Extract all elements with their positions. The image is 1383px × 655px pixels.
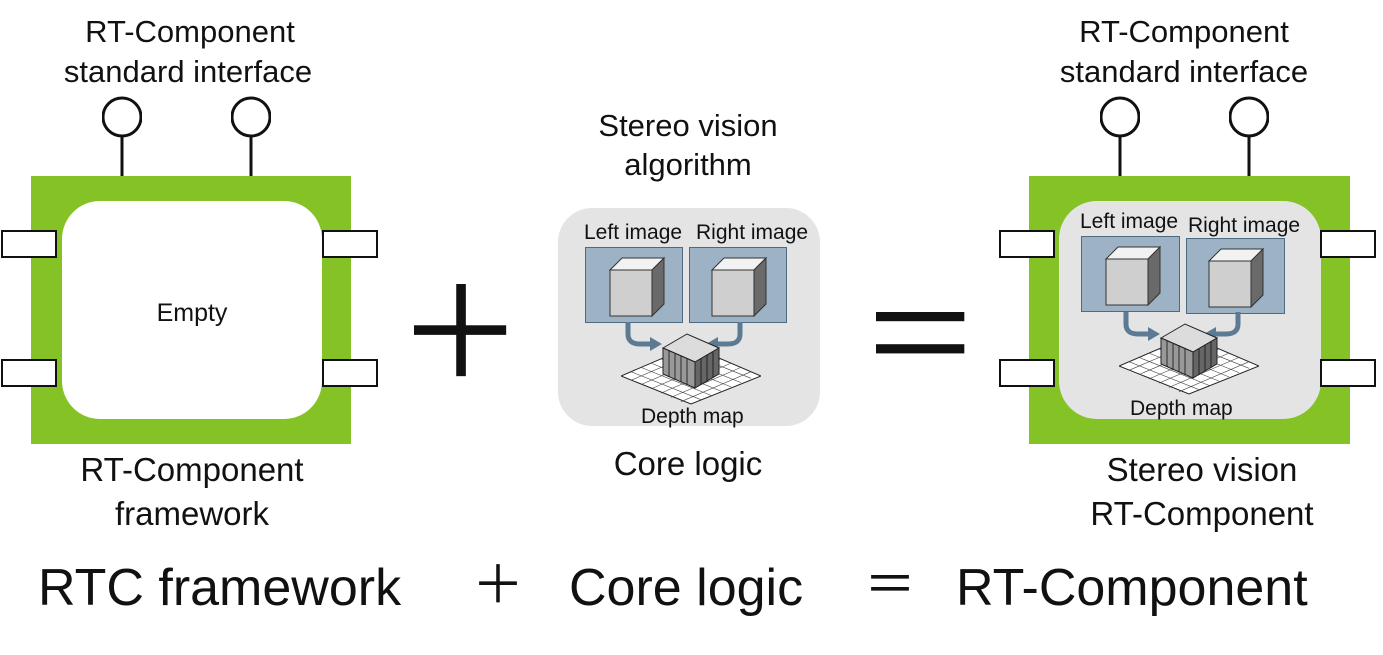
right-right-image-label: Right image [1188, 214, 1301, 237]
middle-title-line2: algorithm [624, 147, 752, 182]
right-merge-arrows-icon [1123, 312, 1241, 341]
right-interface-lollipop-2 [1229, 96, 1269, 176]
left-caption-line2: framework [114, 495, 270, 532]
right-depth-map-icon [1119, 323, 1259, 395]
right-interface-label-line1: RT-Component [1079, 14, 1289, 49]
middle-merge-arrows-icon [625, 322, 743, 351]
right-port-right-bottom [1320, 359, 1376, 387]
middle-left-image-box [585, 247, 683, 323]
left-interface-lollipop-1 [102, 96, 142, 176]
middle-right-image-box [689, 247, 787, 323]
equals-symbol [876, 312, 965, 354]
middle-caption: Core logic [613, 445, 763, 482]
equation-term-core-logic: Core logic [569, 559, 804, 617]
right-left-image-box [1081, 236, 1180, 312]
left-interface-label-line1: RT-Component [85, 14, 295, 49]
middle-left-image-label: Left image [584, 221, 683, 244]
equation-equals: ＝ [864, 557, 917, 615]
left-caption-line1: RT-Component [80, 451, 304, 488]
left-port-right-bottom [322, 359, 378, 387]
right-left-image-label: Left image [1080, 210, 1179, 233]
right-port-left-bottom [999, 359, 1055, 387]
right-port-left-top [999, 230, 1055, 258]
left-empty-label: Empty [156, 299, 228, 327]
right-depth-map-label: Depth map [1130, 397, 1233, 420]
left-empty-core [62, 201, 322, 419]
right-interface-label-line2: standard interface [1059, 54, 1309, 89]
right-left-cube-icon [1104, 245, 1162, 307]
middle-left-cube-icon [608, 256, 666, 318]
right-port-right-top [1320, 230, 1376, 258]
middle-title-line1: Stereo vision [598, 108, 778, 143]
middle-depth-map-icon [621, 333, 761, 405]
middle-depth-map-label: Depth map [641, 405, 744, 428]
right-interface-lollipop-1 [1100, 96, 1140, 176]
left-port-left-bottom [1, 359, 57, 387]
right-caption-line2: RT-Component [1090, 495, 1314, 532]
right-right-cube-icon [1207, 247, 1265, 309]
plus-symbol [414, 284, 507, 377]
left-interface-label-line2: standard interface [63, 54, 313, 89]
equation-plus: ＋ [472, 557, 525, 615]
equation-term-framework: RTC framework [38, 559, 402, 617]
equation-term-rt-component: RT-Component [956, 559, 1308, 617]
right-caption-line1: Stereo vision [1106, 451, 1298, 488]
left-port-right-top [322, 230, 378, 258]
right-right-image-box [1186, 238, 1285, 314]
middle-right-cube-icon [710, 256, 768, 318]
left-port-left-top [1, 230, 57, 258]
middle-right-image-label: Right image [696, 221, 809, 244]
left-interface-lollipop-2 [231, 96, 271, 176]
